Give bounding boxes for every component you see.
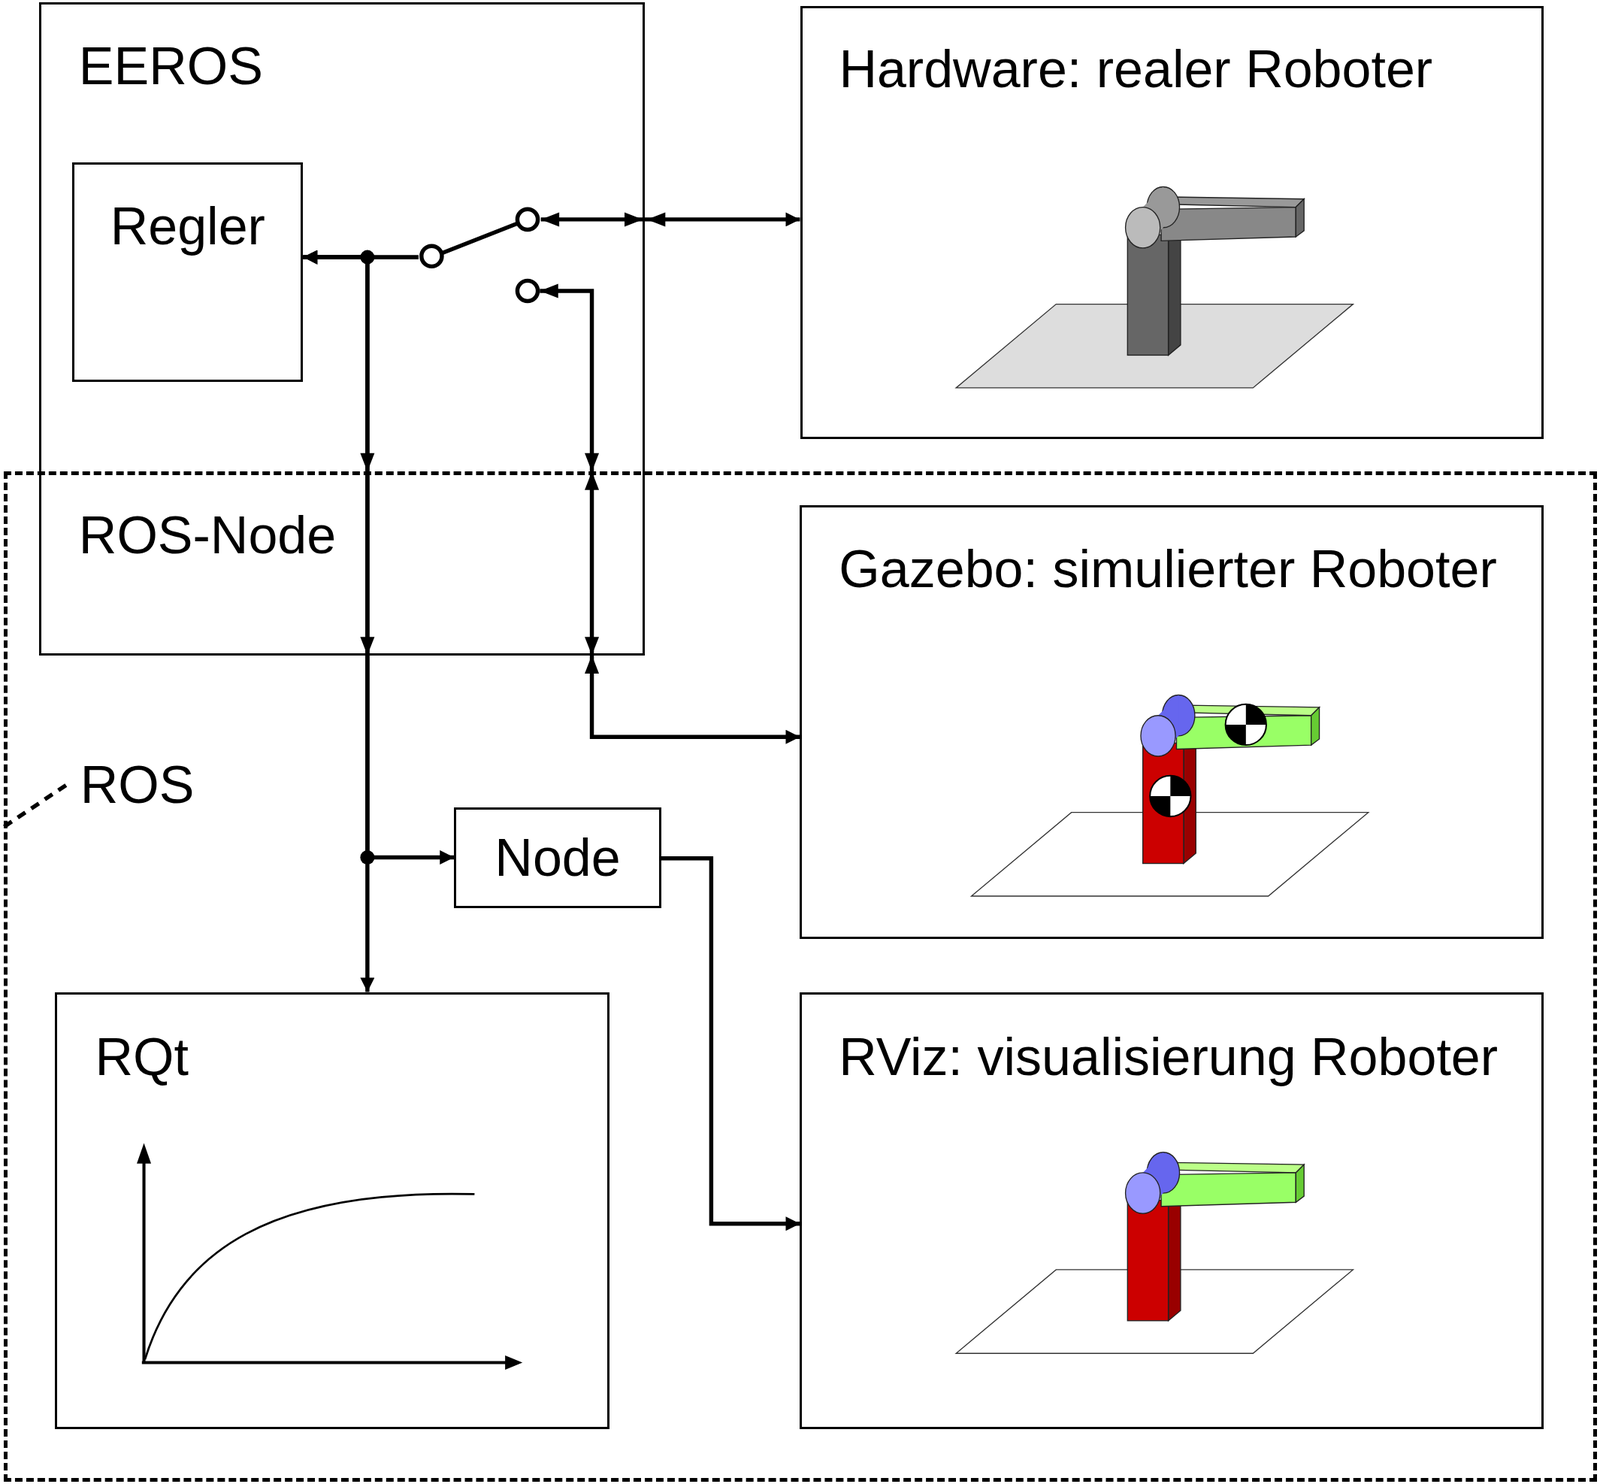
- rviz-box: RViz: visualisierung Roboter: [799, 992, 1544, 1429]
- visualized-robot: [955, 1152, 1353, 1353]
- com-marker: [1149, 775, 1191, 817]
- node-label: RViz: visualisierung Roboter: [838, 1026, 1498, 1088]
- controller-box: Regler: [72, 162, 303, 382]
- ros-region: ROS Gazebo: simulierter RoboterNodeRQt RVi…: [3, 471, 1597, 1482]
- connector: [302, 219, 800, 258]
- node-label: Regler: [110, 196, 266, 258]
- hardware-box: Hardware: realer Roboter: [800, 6, 1545, 439]
- node-label: Gazebo: simulierter Roboter: [838, 538, 1497, 600]
- leader-line: [4, 782, 70, 826]
- switch: [421, 208, 539, 301]
- gazebo-box: Gazebo: simulierter Roboter: [799, 505, 1544, 939]
- node-label: EEROS: [78, 36, 264, 97]
- node-label: Node: [494, 827, 621, 889]
- simulated-robot: [971, 695, 1369, 896]
- rqt-box: RQt: [54, 992, 609, 1429]
- node-label: Hardware: realer Roboter: [838, 39, 1433, 100]
- plot: [136, 1143, 523, 1370]
- eeros-box: EEROS ROS-Node Regler: [39, 2, 646, 656]
- node-label: ROS: [80, 754, 195, 816]
- connector: [661, 858, 801, 1224]
- real-robot: [955, 186, 1353, 388]
- connector: [302, 257, 368, 992]
- node-label: RQt: [95, 1026, 189, 1088]
- com-marker: [1225, 704, 1267, 745]
- node-label: ROS-Node: [78, 505, 336, 566]
- connector: [302, 257, 800, 737]
- node-box: Node: [453, 807, 662, 908]
- arrowhead: [359, 211, 666, 674]
